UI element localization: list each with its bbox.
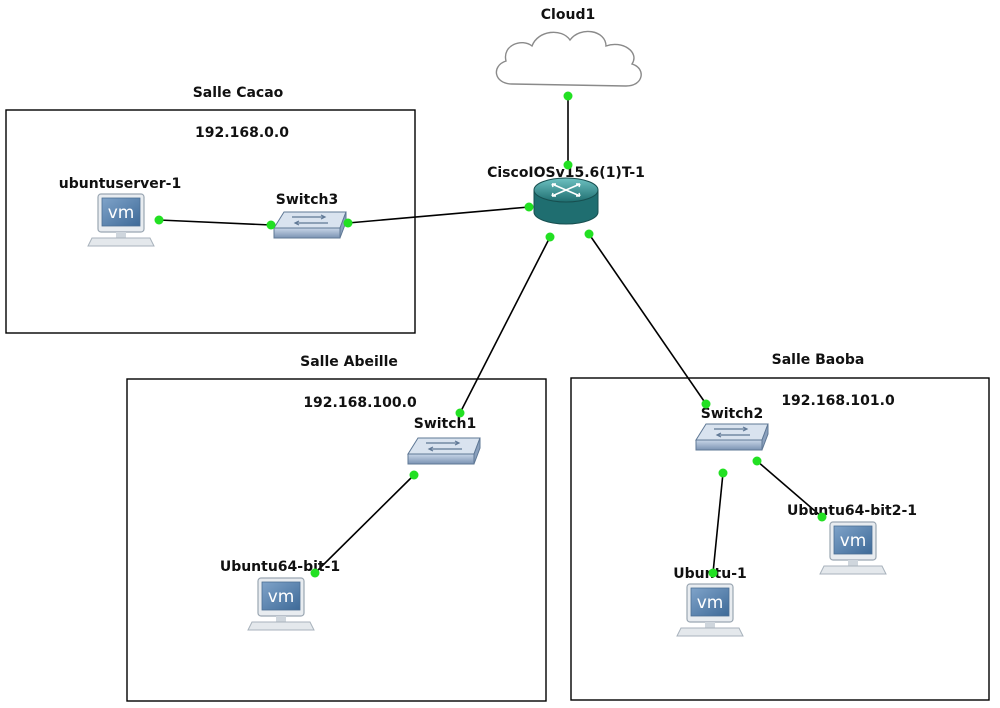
link-router-switch1 <box>459 236 551 414</box>
router-icon[interactable] <box>533 177 599 225</box>
ubuntu64bit1-label: Ubuntu64-bit-1 <box>220 559 340 575</box>
link-switch2-ubuntu64bit2 <box>756 460 823 518</box>
vm-screen-label: vm <box>108 203 135 223</box>
switch2-icon[interactable] <box>695 423 769 451</box>
ubuntu64bit2-label: Ubuntu64-bit2-1 <box>787 503 917 519</box>
port-dot <box>817 512 827 522</box>
vm-screen-label: vm <box>268 587 295 607</box>
vm-icon-ubuntu1[interactable]: vm <box>676 583 744 637</box>
port-dot <box>524 202 534 212</box>
link-router-switch3 <box>347 206 530 224</box>
vm-icon-ubuntu64bit2[interactable]: vm <box>819 521 887 575</box>
port-dot <box>310 568 320 578</box>
switch2-label: Switch2 <box>701 406 764 422</box>
link-switch1-ubuntu64bit1 <box>314 474 415 574</box>
port-dot <box>708 568 718 578</box>
link-switch3-ubuntuserver <box>158 219 272 226</box>
router-label: CiscoIOSv15.6(1)T-1 <box>487 165 645 181</box>
vm-screen-label: vm <box>697 593 724 613</box>
vm-icon-ubuntu64bit1[interactable]: vm <box>247 577 315 631</box>
port-dot <box>545 232 555 242</box>
zone-box-cacao <box>5 109 416 334</box>
cloud-label: Cloud1 <box>541 7 595 23</box>
zone-subnet-baoba: 192.168.101.0 <box>781 393 895 409</box>
port-dot <box>154 215 164 225</box>
link-router-switch2 <box>588 233 707 405</box>
link-switch2-ubuntu1 <box>712 472 724 574</box>
switch3-label: Switch3 <box>276 192 339 208</box>
port-dot <box>563 91 573 101</box>
zone-box-abeille <box>126 378 547 702</box>
zone-title-abeille: Salle Abeille <box>300 354 398 370</box>
zone-subnet-abeille: 192.168.100.0 <box>303 395 417 411</box>
switch1-icon[interactable] <box>407 437 481 465</box>
zone-title-cacao: Salle Cacao <box>193 85 284 101</box>
port-dot <box>701 399 711 409</box>
zone-box-baoba <box>570 377 990 701</box>
port-dot <box>563 160 573 170</box>
port-dot <box>266 220 276 230</box>
zone-title-baoba: Salle Baoba <box>772 352 865 368</box>
port-dot <box>455 408 465 418</box>
port-dot <box>584 229 594 239</box>
port-dot <box>343 218 353 228</box>
zone-subnet-cacao: 192.168.0.0 <box>195 125 289 141</box>
vm-icon-ubuntuserver[interactable]: vm <box>87 193 155 247</box>
port-dot <box>718 468 728 478</box>
vm-screen-label: vm <box>840 531 867 551</box>
switch1-label: Switch1 <box>414 416 477 432</box>
ubuntuserver-label: ubuntuserver-1 <box>59 176 181 192</box>
port-dot <box>409 470 419 480</box>
switch3-icon[interactable] <box>273 211 347 239</box>
port-dot <box>752 456 762 466</box>
cloud-icon[interactable] <box>495 30 642 87</box>
